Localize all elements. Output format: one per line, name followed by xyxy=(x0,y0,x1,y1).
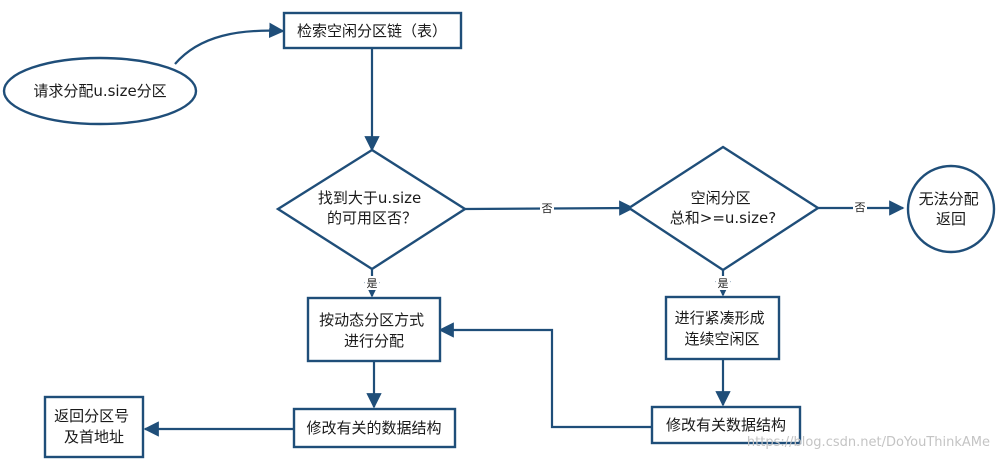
node-modify-right: 修改有关数据结构 xyxy=(650,405,802,445)
node-fail-line-1: 无法分配 xyxy=(919,190,979,208)
node-decision-total: 空闲分区 总和>=u.size? xyxy=(626,145,821,272)
node-modify-right-line: 修改有关数据结构 xyxy=(666,416,786,434)
node-decision-find-line-1: 找到大于u.size xyxy=(318,189,421,207)
node-fail-label: 无法分配 返回 xyxy=(919,190,984,228)
node-search-line: 检索空闲分区链（表） xyxy=(297,22,447,40)
node-return-addr-line-1: 返回分区号 xyxy=(54,407,129,425)
node-compact-line-1: 进行紧凑形成 xyxy=(675,309,765,327)
node-request-label: 请求分配u.size分区 xyxy=(33,82,166,100)
edge-label-yes-2: 是 xyxy=(718,277,729,290)
node-fail: 无法分配 返回 xyxy=(906,164,996,254)
node-allocate-label: 按动态分区方式 进行分配 xyxy=(319,311,429,350)
edge-label-yes-1: 是 xyxy=(367,277,378,290)
node-return-addr-label: 返回分区号 及首地址 xyxy=(54,407,134,446)
node-compact-label: 进行紧凑形成 连续空闲区 xyxy=(675,309,770,348)
node-search: 检索空闲分区链（表） xyxy=(282,11,463,50)
node-search-label: 检索空闲分区链（表） xyxy=(297,22,447,40)
node-compact: 进行紧凑形成 连续空闲区 xyxy=(664,295,781,361)
node-decision-find: 找到大于u.size 的可用区否？ xyxy=(275,148,468,271)
node-modify-left: 修改有关的数据结构 xyxy=(292,407,457,449)
watermark: https://blog.csdn.net/DoYouThinkAMe xyxy=(747,435,990,450)
node-decision-total-label: 空闲分区 总和>=u.size? xyxy=(670,189,776,227)
node-modify-right-label: 修改有关数据结构 xyxy=(666,416,786,434)
edges xyxy=(143,22,905,437)
node-decision-find-label: 找到大于u.size 的可用区否？ xyxy=(318,189,426,227)
edge-label-no-2: 否 xyxy=(855,201,866,214)
node-return-addr: 返回分区号 及首地址 xyxy=(43,395,145,459)
node-modify-left-label: 修改有关的数据结构 xyxy=(306,419,441,437)
edge-request-to-search xyxy=(174,22,285,65)
edge-label-no-1: 否 xyxy=(542,202,553,215)
node-request: 请求分配u.size分区 xyxy=(2,56,198,126)
node-fail-line-2: 返回 xyxy=(936,210,966,228)
edge-labels: 否 否 是 是 xyxy=(365,200,867,290)
node-decision-find-line-2: 的可用区否？ xyxy=(327,209,417,227)
edge-modify-back-to-allocate xyxy=(438,322,651,429)
node-modify-left-line: 修改有关的数据结构 xyxy=(306,419,441,437)
node-allocate-line-2: 进行分配 xyxy=(344,332,404,350)
node-decision-total-line-1: 空闲分区 xyxy=(691,189,751,207)
node-allocate: 按动态分区方式 进行分配 xyxy=(306,296,442,363)
node-return-addr-line-2: 及首地址 xyxy=(64,428,124,446)
node-allocate-line-1: 按动态分区方式 xyxy=(319,311,424,329)
node-request-line: 请求分配u.size分区 xyxy=(33,82,166,100)
node-compact-line-2: 连续空闲区 xyxy=(684,330,759,348)
node-decision-total-line-2: 总和>=u.size? xyxy=(670,209,776,227)
